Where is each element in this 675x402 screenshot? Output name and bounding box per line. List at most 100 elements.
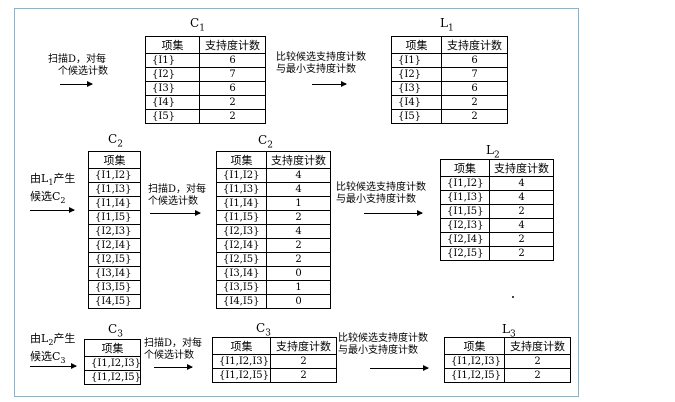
c1-header-row: 项集 支持度计数 <box>145 36 266 54</box>
l2-cell-count: 2 <box>489 246 554 261</box>
l2-table: 项集 支持度计数 {I1,I2}4{I1,I3}4{I1,I5}2{I2,I3}… <box>440 159 554 261</box>
l2-cell-count: 4 <box>489 218 554 233</box>
c1-cell-count: 6 <box>199 81 266 96</box>
c2a-cell-itemset: {I3,I5} <box>88 280 141 295</box>
c1-header-itemset: 项集 <box>145 36 200 54</box>
l1-cell-itemset: {I5} <box>391 109 442 124</box>
c3b-table: 项集 支持度计数 {I1,I2,I3}2{I1,I2,I5}2 <box>212 337 337 383</box>
l3-cell-itemset: {I1,I2,I5} <box>444 368 505 383</box>
scan-label-3-line-1: 扫描D，对每 <box>144 338 203 349</box>
c2a-cell-itemset: {I1,I4} <box>88 196 141 211</box>
c2b-cell-itemset: {I1,I3} <box>216 182 267 197</box>
c1-cell-itemset: {I4} <box>145 95 200 110</box>
c2b-cell-itemset: {I1,I5} <box>216 210 267 225</box>
c1-cell-itemset: {I5} <box>145 109 200 124</box>
l3-title: L3 <box>502 322 516 340</box>
c2b-header-itemset: 项集 <box>216 151 267 169</box>
c2b-cell-count: 1 <box>266 280 331 295</box>
c2a-row: {I2,I3} <box>88 224 141 239</box>
c2a-row: {I2,I4} <box>88 238 141 253</box>
c2a-header-row: 项集 <box>88 151 141 169</box>
arrow-scan-1 <box>60 81 93 87</box>
l2-row: {I1,I2}4 <box>440 176 554 191</box>
compare-label-3-line-2: 与最小支持度计数 <box>338 345 418 356</box>
c2a-row: {I1,I4} <box>88 196 141 211</box>
compare-label-3-line-1: 比较候选支持度计数 <box>338 333 428 344</box>
c3b-cell-itemset: {I1,I2,I5} <box>212 368 271 383</box>
c2b-cell-count: 4 <box>266 224 331 239</box>
c1-cell-itemset: {I3} <box>145 81 200 96</box>
c1-row: {I4}2 <box>145 95 266 110</box>
c1-cell-itemset: {I1} <box>145 53 200 68</box>
compare-label-1: 比较候选支持度计数 与最小支持度计数 <box>276 52 366 76</box>
c1-row: {I2}7 <box>145 67 266 82</box>
l1-header-row: 项集 支持度计数 <box>391 36 508 54</box>
l3-row: {I1,I2,I3}2 <box>444 354 571 369</box>
c3b-header-itemset: 项集 <box>212 337 271 355</box>
l2-cell-itemset: {I1,I5} <box>440 204 490 219</box>
c2b-cell-count: 2 <box>266 238 331 253</box>
c2b-cell-itemset: {I3,I4} <box>216 266 267 281</box>
diagram-frame <box>14 8 579 397</box>
c2a-cell-itemset: {I2,I4} <box>88 238 141 253</box>
c2b-cell-itemset: {I2,I4} <box>216 238 267 253</box>
c2a-row: {I1,I3} <box>88 182 141 197</box>
c3a-row: {I1,I2,I3} <box>84 356 141 371</box>
gen-label-2-line-1: 由L1产生 <box>30 172 76 188</box>
c3a-title: C3 <box>108 322 123 340</box>
c2b-cell-itemset: {I1,I2} <box>216 168 267 183</box>
c1-cell-count: 2 <box>199 95 266 110</box>
c2a-table: 项集 {I1,I2}{I1,I3}{I1,I4}{I1,I5}{I2,I3}{I… <box>88 151 141 309</box>
c3a-cell-itemset: {I1,I2,I5} <box>84 370 141 385</box>
l1-header-itemset: 项集 <box>391 36 442 54</box>
l1-cell-itemset: {I4} <box>391 95 442 110</box>
scan-label-1: 扫描D，对每 个候选计数 <box>48 54 108 78</box>
c2a-row: {I3,I4} <box>88 266 141 281</box>
c1-cell-count: 6 <box>199 53 266 68</box>
l1-header-count: 支持度计数 <box>441 36 508 54</box>
c2a-title: C2 <box>108 132 123 150</box>
c2b-cell-itemset: {I3,I5} <box>216 280 267 295</box>
l1-row: {I5}2 <box>391 109 508 124</box>
c2b-row: {I2,I5}2 <box>216 252 331 267</box>
c2a-cell-itemset: {I1,I5} <box>88 210 141 225</box>
c3b-title: C3 <box>256 321 271 339</box>
c2a-row: {I4,I5} <box>88 294 141 309</box>
c3a-header-row: 项集 <box>84 339 141 357</box>
gen-label-3: 由L2产生 候选C3 <box>30 332 75 368</box>
l1-row: {I1}6 <box>391 53 508 68</box>
c2a-header-itemset: 项集 <box>88 151 141 169</box>
c1-cell-itemset: {I2} <box>145 67 200 82</box>
c2b-header-count: 支持度计数 <box>266 151 331 169</box>
c1-table: 项集 支持度计数 {I1}6{I2}7{I3}6{I4}2{I5}2 <box>145 36 266 124</box>
l2-row: {I1,I3}4 <box>440 190 554 205</box>
c3b-row: {I1,I2,I3}2 <box>212 354 337 369</box>
c2b-cell-itemset: {I2,I3} <box>216 224 267 239</box>
c3a-row: {I1,I2,I5} <box>84 370 141 385</box>
scan-label-3: 扫描D，对每 个候选计数 <box>144 338 202 362</box>
compare-label-2: 比较候选支持度计数 与最小支持度计数 <box>336 182 426 206</box>
c1-row: {I1}6 <box>145 53 266 68</box>
l2-cell-count: 4 <box>489 176 554 191</box>
l1-cell-count: 6 <box>441 81 508 96</box>
c2a-row: {I2,I5} <box>88 252 141 267</box>
c3b-cell-itemset: {I1,I2,I3} <box>212 354 271 369</box>
c2b-cell-count: 2 <box>266 252 331 267</box>
gen-label-3-line-2: 候选C3 <box>30 350 66 366</box>
l3-header-count: 支持度计数 <box>504 337 571 355</box>
c3b-cell-count: 2 <box>270 354 337 369</box>
l2-cell-itemset: {I2,I5} <box>440 246 490 261</box>
c2b-cell-count: 0 <box>266 294 331 309</box>
l1-cell-count: 6 <box>441 53 508 68</box>
l2-row: {I2,I4}2 <box>440 232 554 247</box>
arrow-compare-1 <box>312 81 347 87</box>
c2b-row: {I3,I5}1 <box>216 280 331 295</box>
stray-dot <box>512 296 514 298</box>
scan-label-line-2: 个候选计数 <box>58 66 108 77</box>
compare-label-3: 比较候选支持度计数 与最小支持度计数 <box>338 333 428 357</box>
c2b-row: {I4,I5}0 <box>216 294 331 309</box>
arrow-compare-2 <box>364 210 423 216</box>
c1-cell-count: 7 <box>199 67 266 82</box>
l1-cell-itemset: {I1} <box>391 53 442 68</box>
c2a-row: {I1,I2} <box>88 168 141 183</box>
